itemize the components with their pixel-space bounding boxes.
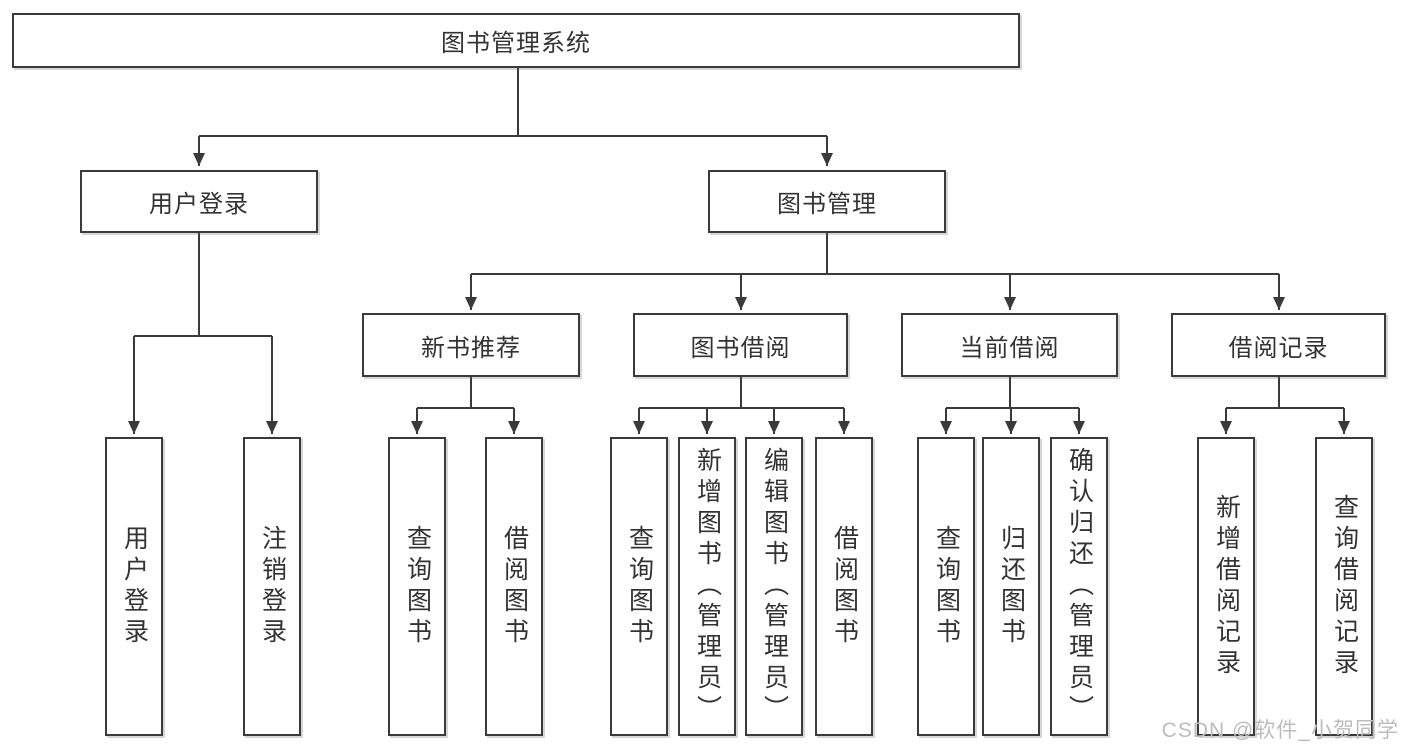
node-label: 查询图书 xyxy=(403,524,432,649)
node-label: 查询借阅记录 xyxy=(1330,493,1359,680)
node-label: 借阅图书 xyxy=(500,524,529,649)
node-user-login: 用户登录 xyxy=(80,170,318,233)
node-library-management-system: 图书管理系统 xyxy=(12,13,1020,68)
node-label: 编辑图书（管理员） xyxy=(760,447,789,726)
leaf-query-books-borrow: 查询图书 xyxy=(610,437,668,736)
node-label: 图书管理 xyxy=(777,191,877,218)
node-label: 当前借阅 xyxy=(959,334,1060,362)
leaf-edit-books-admin: 编辑图书（管理员） xyxy=(745,437,803,736)
node-label: 新增借阅记录 xyxy=(1212,493,1241,680)
leaf-borrow-books: 借阅图书 xyxy=(815,437,873,736)
node-book-management: 图书管理 xyxy=(708,170,946,233)
leaf-confirm-return-admin: 确认归还（管理员） xyxy=(1050,437,1108,736)
leaf-query-books-recommend: 查询图书 xyxy=(388,437,446,736)
node-book-borrow: 图书借阅 xyxy=(633,313,848,377)
node-label: 查询图书 xyxy=(625,524,654,649)
leaf-add-books-admin: 新增图书（管理员） xyxy=(678,437,736,736)
node-label: 借阅记录 xyxy=(1228,334,1329,362)
node-label: 新书推荐 xyxy=(421,334,521,362)
leaf-logout-login: 注销登录 xyxy=(243,437,301,736)
leaf-query-books-current: 查询图书 xyxy=(917,437,975,736)
node-label: 注销登录 xyxy=(258,524,287,649)
node-label: 用户登录 xyxy=(120,524,149,649)
node-label: 图书管理系统 xyxy=(441,30,591,57)
node-label: 查询图书 xyxy=(932,524,961,649)
node-label: 新增图书（管理员） xyxy=(693,447,722,726)
leaf-return-books: 归还图书 xyxy=(982,437,1040,736)
node-label: 确认归还（管理员） xyxy=(1065,447,1094,726)
node-current-borrow: 当前借阅 xyxy=(901,313,1118,377)
leaf-query-borrow-record: 查询借阅记录 xyxy=(1315,437,1373,736)
node-label: 用户登录 xyxy=(149,191,249,218)
leaf-borrow-books-recommend: 借阅图书 xyxy=(485,437,543,736)
leaf-add-borrow-record: 新增借阅记录 xyxy=(1197,437,1255,736)
node-label: 借阅图书 xyxy=(830,524,859,649)
node-borrow-records: 借阅记录 xyxy=(1171,313,1386,377)
leaf-user-login: 用户登录 xyxy=(105,437,163,736)
node-label: 图书借阅 xyxy=(690,334,791,362)
csdn-watermark: CSDN @软件_小贺同学 xyxy=(1161,719,1399,742)
node-new-book-recommend: 新书推荐 xyxy=(362,313,580,377)
node-label: 归还图书 xyxy=(997,524,1026,649)
